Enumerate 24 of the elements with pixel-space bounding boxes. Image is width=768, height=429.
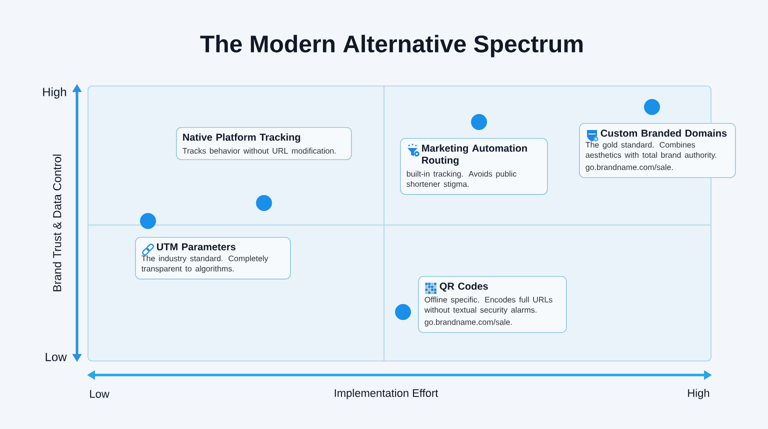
card-text: Offline specific. Encodes full URLs without textual security alarms. (424, 296, 552, 314)
card-heading: Custom Branded Domains (600, 129, 727, 137)
card-heading: Native Platform Tracking (183, 133, 300, 143)
axis-title: Brand Trust & Data Control (52, 154, 62, 292)
card (418, 276, 567, 333)
axis-end-label: High (688, 388, 710, 400)
card (579, 123, 736, 178)
card-heading: Marketing Automation Routing (422, 144, 527, 166)
title: The Modern Alternative Spectrum (200, 34, 583, 58)
card-text: go.brandname.com/sale. (424, 319, 512, 326)
card (176, 127, 352, 160)
card-text: built-in tracking. Avoids public shortener stigma. (406, 170, 516, 188)
axis-title: Implementation Effort (334, 388, 438, 400)
card (400, 138, 548, 195)
card (135, 237, 291, 280)
card-text: Tracks behavior without URL modification. (182, 148, 336, 154)
card-heading: UTM Parameters (157, 243, 236, 250)
card-text: The industry standard. Completely transparent to algorithms. (142, 255, 268, 274)
axis-end-label: Low (90, 390, 110, 398)
axis-end-label: High (43, 87, 66, 99)
axis-end-label: Low (46, 352, 67, 362)
card-text: go.brandname.com/sale. (586, 164, 673, 172)
card-text: The gold standard. Combines aesthetics with total brand authority. (586, 142, 716, 160)
card-heading: QR Codes (440, 282, 488, 292)
